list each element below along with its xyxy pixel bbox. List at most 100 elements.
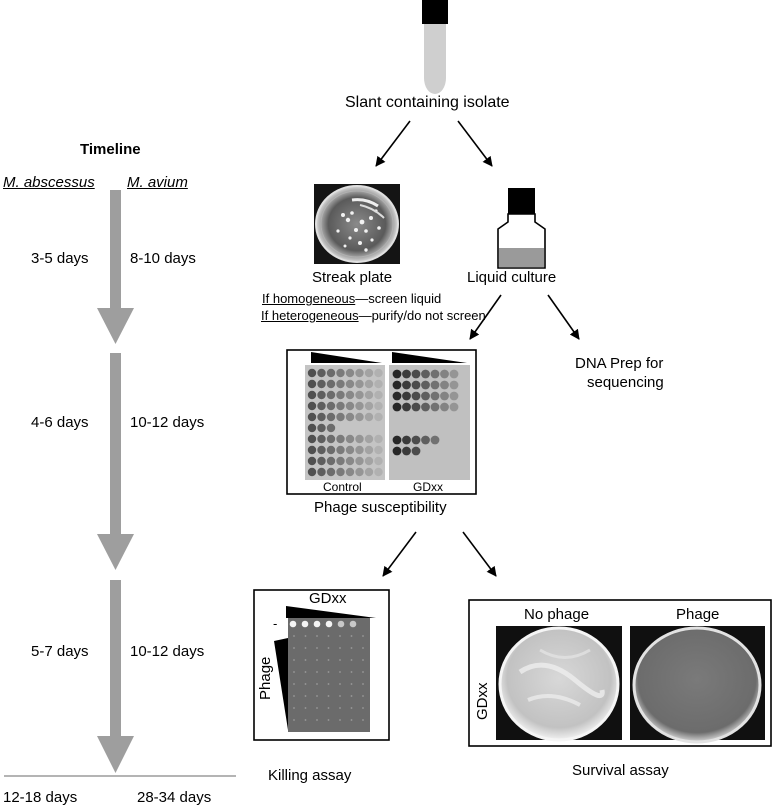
- liquid-culture-bottle-icon: [497, 188, 546, 269]
- gdxx-plate-spot: [402, 402, 411, 412]
- timeline-step2-avium: 10-12 days: [130, 414, 205, 431]
- control-plate-spot: [374, 434, 383, 444]
- gdxx-plate-spot: [411, 369, 421, 379]
- gdxx-plate-spot: [402, 435, 411, 445]
- killing-plate-spot: [350, 695, 353, 697]
- gdxx-plate-spot: [421, 435, 430, 445]
- killing-plate-spot: [362, 719, 364, 721]
- gdxx-plate-spot: [402, 446, 411, 456]
- killing-plate-spot: [362, 671, 364, 673]
- dna-prep-label-line1: DNA Prep for: [575, 355, 664, 372]
- control-plate-spot: [374, 379, 383, 389]
- survival-no-phage-label: No phage: [524, 606, 590, 623]
- killing-plate-spot: [304, 647, 307, 649]
- note-heterogeneous: If heterogeneous—purify/do not screen: [261, 309, 486, 322]
- arrow-slant-to-streak: [375, 120, 411, 167]
- control-plate-spot: [374, 401, 383, 411]
- control-plate-spot: [345, 368, 355, 378]
- killing-plate-spot: [327, 683, 330, 685]
- gdxx-plate-spot: [449, 391, 459, 401]
- control-plate-spot: [317, 368, 326, 378]
- streak-plate-label: Streak plate: [312, 269, 393, 286]
- control-plate-spot: [345, 456, 355, 466]
- dilution-wedge-control: [311, 352, 382, 363]
- killing-plate-spot: [339, 635, 341, 637]
- control-plate-spot: [355, 401, 364, 411]
- control-plate-spot: [326, 423, 336, 433]
- killing-plate-spot: [327, 671, 330, 673]
- gdxx-plate-spot: [421, 369, 430, 379]
- timeline-step1-avium: 8-10 days: [130, 250, 196, 267]
- control-plate-spot: [364, 379, 374, 389]
- gdxx-plate-spot: [392, 435, 402, 445]
- control-plate-spot: [336, 401, 345, 411]
- control-plate-spot: [364, 434, 374, 444]
- killing-plate-spot: [350, 719, 353, 721]
- phage-susceptibility-panel: [286, 349, 477, 495]
- control-plate-spot: [364, 412, 374, 422]
- killing-plate-spot: [339, 683, 341, 685]
- killing-phage-label: Phage: [257, 656, 274, 700]
- control-plate-spot: [326, 467, 336, 477]
- killing-plate-spot: [293, 695, 295, 697]
- control-plate-spot: [355, 368, 364, 378]
- timeline-step2-abscessus: 4-6 days: [31, 414, 89, 431]
- killing-plate-spot: [327, 635, 330, 637]
- control-plate-spot: [336, 456, 345, 466]
- control-plate-spot: [307, 445, 317, 455]
- killing-plate-spot: [350, 635, 353, 637]
- arrow-liquid-to-phage: [469, 294, 502, 340]
- gdxx-plate-spot: [411, 435, 421, 445]
- control-plate-spot: [336, 445, 345, 455]
- slant-label: Slant containing isolate: [345, 94, 510, 111]
- control-plate-spot: [326, 379, 336, 389]
- control-plate-spot: [317, 456, 326, 466]
- control-plate-spot: [326, 434, 336, 444]
- arrow-phage-to-killing: [382, 531, 417, 577]
- control-plate-spot: [364, 445, 374, 455]
- control-plate-spot: [345, 434, 355, 444]
- dilution-wedge-gdxx: [392, 352, 467, 363]
- control-plate-spot: [364, 456, 374, 466]
- killing-plate-spot: [350, 671, 353, 673]
- killing-plate-spot: [362, 707, 364, 709]
- survival-assay-panel: [468, 599, 772, 747]
- killing-plate-spot: [316, 659, 318, 661]
- survival-assay-caption: Survival assay: [572, 762, 669, 779]
- killing-plate-spot: [339, 659, 341, 661]
- killing-plate-spot: [304, 695, 307, 697]
- gdxx-plate-spot: [411, 402, 421, 412]
- control-plate-spot: [326, 456, 336, 466]
- killing-plate-spot: [293, 719, 295, 721]
- gdxx-plate-spot: [430, 369, 440, 379]
- note-homogeneous-rest: —screen liquid: [355, 291, 442, 306]
- killing-assay-caption: Killing assay: [268, 767, 352, 784]
- liquid-culture-label: Liquid culture: [467, 269, 557, 286]
- control-plate-spot: [374, 456, 383, 466]
- gdxx-plate-spot: [402, 369, 411, 379]
- killing-plate-spot: [304, 659, 307, 661]
- timeline-title: Timeline: [80, 141, 141, 158]
- control-plate-spot: [336, 434, 345, 444]
- killing-plate-spot: [337, 620, 345, 628]
- control-plate-spot: [336, 390, 345, 400]
- killing-plate-spot: [313, 620, 321, 628]
- control-plate-spot: [326, 401, 336, 411]
- survival-gdxx-label: GDxx: [474, 682, 491, 721]
- killing-plate-spot: [301, 620, 309, 628]
- gdxx-plate-spot: [411, 391, 421, 401]
- control-plate-spot: [364, 368, 374, 378]
- gdxx-plate-spot: [430, 380, 440, 390]
- control-plate-spot: [307, 379, 317, 389]
- timeline-step1-abscessus: 3-5 days: [31, 250, 89, 267]
- timeline-total-abscessus: 12-18 days: [3, 789, 78, 806]
- killing-plate-image: [288, 618, 370, 732]
- gdxx-plate-spot: [440, 391, 449, 401]
- gdxx-plate-spot: [421, 402, 430, 412]
- phage-panel-gdxx-label: GDxx: [413, 480, 443, 494]
- control-plate-spot: [374, 390, 383, 400]
- gdxx-plate-spot: [449, 402, 459, 412]
- gdxx-plate-spot: [430, 435, 440, 445]
- timeline-arrow-3: [97, 580, 134, 773]
- killing-plate-spot: [349, 620, 357, 628]
